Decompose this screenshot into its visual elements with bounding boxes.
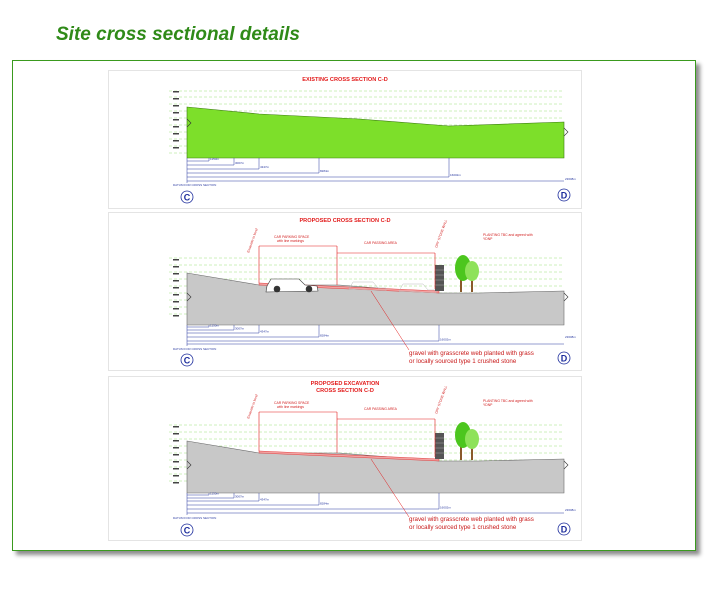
level-scale [173,259,179,317]
planting-label: PLANTING TBC and agreed with [483,233,533,237]
note-leader [370,458,410,518]
note-leader [370,290,410,351]
datum-label: DATUM FOR CROSS SECTION [173,347,216,351]
section-marker-d-label: D [561,191,568,201]
dimension-brackets [258,245,436,289]
proposed-section-title: PROPOSED CROSS SECTION C-D [299,218,390,224]
proposed-section-panel: PROPOSED CROSS SECTION C-D [108,212,582,371]
existing-ground [186,106,565,159]
proposed-section-drawing: PROPOSED CROSS SECTION C-D [169,218,576,367]
dry-stone-wall [435,265,444,291]
section-marker-c-label: C [184,193,191,203]
car-outline-ghost [348,281,437,294]
dimension-brackets [258,411,436,457]
section-marker-c [180,523,194,537]
dim-label: 16002m [450,173,461,177]
dim-label: 16002m [440,338,451,342]
dim-label: 3007m [235,495,245,499]
excavation-section-title-line-2: CROSS SECTION C-D [316,388,374,394]
excavated-ground [186,440,565,494]
excavate-label: Excavate to level [246,394,259,420]
section-marker-d [557,522,571,536]
tree-icon [455,422,479,460]
excavation-section-title-line-1: PROPOSED EXCAVATION [311,381,380,387]
existing-section-panel: EXISTING CROSS SECTION C-D [108,70,582,209]
datum-label: DATUM FOR CROSS SECTION [173,516,216,520]
dim-label: 4347m [260,165,270,169]
dim-label: 1150m [210,157,219,161]
dim-label: 3007m [235,161,245,165]
drawing-frame: EXISTING CROSS SECTION C-D [12,60,696,551]
stone-wall-label: DRY STONE WALL [434,219,448,248]
datum-label: DATUM FOR CROSS SECTION [173,183,216,187]
chainage-lines [186,493,564,515]
dim-label: 16002m [440,506,451,510]
stone-wall-label: DRY STONE WALL [434,385,448,414]
car-passing-label: CAR PASSING AREA [364,241,398,245]
car-parking-sublabel: with line markings [277,239,304,243]
dim-label: 3007m [235,327,245,331]
dim-label: 23608m [565,177,576,181]
page-title: Site cross sectional details [56,24,300,45]
dim-label: 23608m [565,508,576,512]
excavation-section-panel: PROPOSED EXCAVATION CROSS SECTION C-D [108,376,582,541]
dim-label: 8284m [320,334,330,338]
dim-label: 4347m [260,498,270,502]
material-note-line-2: or locally sourced type 1 crushed stone [409,524,517,531]
section-marker-d-label: D [561,354,568,364]
material-note-line-2: or locally sourced type 1 crushed stone [409,358,517,365]
section-marker-c [180,190,194,204]
dim-label: 8284m [320,169,330,173]
section-marker-c-label: C [184,356,191,366]
dim-label: 8284m [320,502,330,506]
car-illustration [265,278,319,293]
car-parking-label: CAR PARKING SPACE [274,235,310,239]
existing-section-title: EXISTING CROSS SECTION C-D [302,77,387,83]
material-note-line-1: gravel with grasscrete web planted with … [409,350,534,357]
dim-label: 1150m [210,324,219,328]
section-marker-d [557,351,571,365]
dry-stone-wall [435,433,444,459]
material-note-line-1: gravel with grasscrete web planted with … [409,516,534,523]
excavation-section-drawing: PROPOSED EXCAVATION CROSS SECTION C-D [169,381,576,537]
existing-section-drawing: EXISTING CROSS SECTION C-D [169,77,576,204]
car-passing-label: CAR PASSING AREA [364,407,398,411]
planting-label: PLANTING TBC and agreed with [483,399,533,403]
dim-label: 23608m [565,335,576,339]
car-parking-sublabel: with line markings [277,405,304,409]
section-marker-c-label: C [184,526,191,536]
proposed-ground [186,272,565,326]
planting-sublabel: YDNP [483,237,493,241]
tree-icon [455,255,479,292]
section-marker-c [180,353,194,367]
level-scale [173,91,179,149]
chainage-lines [186,158,564,183]
chainage-lines [186,325,564,346]
section-marker-d-label: D [561,525,568,535]
level-scale [173,426,179,484]
planting-sublabel: YDNP [483,403,493,407]
section-marker-d [557,188,571,202]
dim-label: 4347m [260,330,270,334]
car-parking-label: CAR PARKING SPACE [274,401,310,405]
dim-label: 1150m [210,492,219,496]
excavate-label: Excavate to level [246,228,259,254]
